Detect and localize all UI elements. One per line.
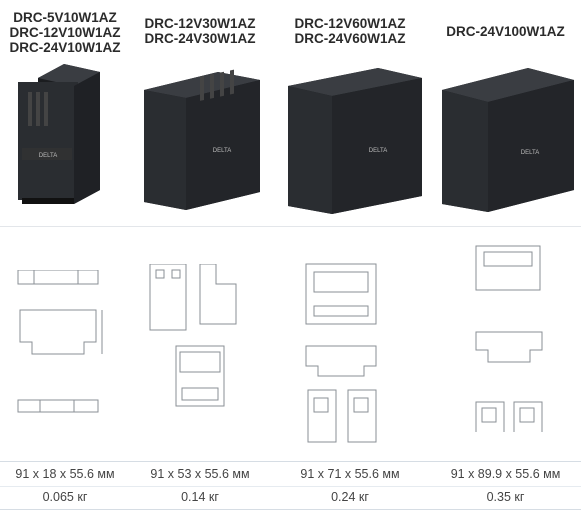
dimensions-value: 91 x 18 x 55.6 мм (15, 467, 115, 481)
product-photo-4: DELTA (442, 68, 574, 212)
model-name: DRC-12V30W1AZ (144, 16, 256, 31)
model-name: DRC-24V10W1AZ (9, 40, 121, 55)
model-name: DRC-12V10W1AZ (9, 25, 121, 40)
weight-value: 0.24 кг (331, 490, 369, 504)
dimension-drawing-2 (149, 264, 237, 407)
product-photo-3: DELTA (288, 68, 422, 214)
model-name: DRC-24V30W1AZ (144, 31, 256, 46)
model-names-3: DRC-12V60W1AZ DRC-24V60W1AZ (270, 16, 430, 46)
dimensions-value: 91 x 53 x 55.6 мм (150, 467, 250, 481)
product-photo-2: DELTA (144, 69, 260, 210)
model-names-2: DRC-12V30W1AZ DRC-24V30W1AZ (130, 16, 270, 46)
weight-value: 0.065 кг (42, 490, 88, 504)
model-names-1: DRC-5V10W1AZ DRC-12V10W1AZ DRC-24V10W1AZ (0, 10, 130, 55)
svg-text:DELTA: DELTA (39, 153, 57, 159)
product-column-3: DRC-12V60W1AZ DRC-24V60W1AZ DELTA (270, 0, 430, 228)
technical-drawings-row (0, 230, 581, 460)
weight-value: 0.35 кг (486, 490, 525, 504)
model-name: DRC-24V60W1AZ (294, 31, 406, 46)
model-name: DRC-5V10W1AZ (13, 10, 117, 25)
product-photo-1: DELTA (18, 64, 100, 204)
dimensions-value: 91 x 89.9 x 55.6 мм (450, 467, 561, 481)
dimension-drawing-3 (305, 263, 377, 443)
section-divider (0, 226, 581, 227)
model-name: DRC-24V100W1AZ (446, 24, 565, 39)
product-column-1: DRC-5V10W1AZ DRC-12V10W1AZ DRC-24V10W1AZ… (0, 0, 130, 228)
product-models-row: DRC-5V10W1AZ DRC-12V10W1AZ DRC-24V10W1AZ… (0, 0, 581, 228)
dimensions-row: 91 x 18 x 55.6 мм 91 x 53 x 55.6 мм 91 x… (0, 461, 581, 487)
dimension-drawing-1 (17, 270, 103, 413)
weights-row: 0.065 кг 0.14 кг 0.24 кг 0.35 кг (0, 485, 581, 510)
product-column-4: DRC-24V100W1AZ DELTA (430, 0, 581, 228)
dimension-drawing-4 (475, 245, 543, 432)
weight-value: 0.14 кг (181, 490, 219, 504)
model-name: DRC-12V60W1AZ (294, 16, 406, 31)
model-names-4: DRC-24V100W1AZ (430, 24, 581, 39)
svg-text:DELTA: DELTA (521, 150, 539, 156)
product-column-2: DRC-12V30W1AZ DRC-24V30W1AZ DELTA (130, 0, 270, 228)
dimensions-value: 91 x 71 x 55.6 мм (300, 467, 400, 481)
svg-text:DELTA: DELTA (213, 148, 231, 154)
svg-text:DELTA: DELTA (369, 148, 387, 154)
